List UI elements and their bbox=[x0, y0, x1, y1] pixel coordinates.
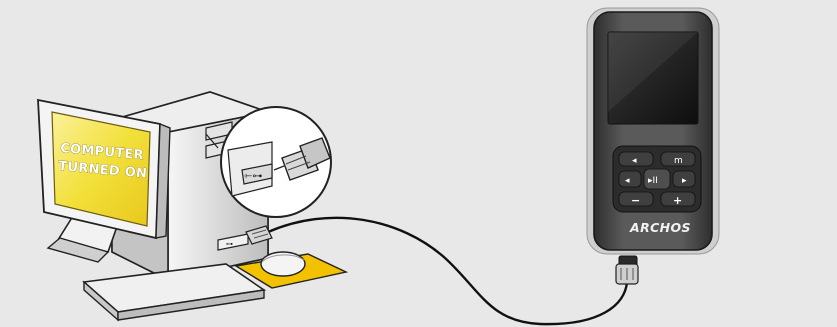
minus-icon: − bbox=[631, 194, 640, 207]
play-pause-icon: ▸II bbox=[648, 176, 658, 186]
computer: ⊶ COMPUTER TURNED ON bbox=[38, 92, 346, 320]
left-button[interactable] bbox=[619, 171, 641, 187]
usb-symbol-magnified-icon: ⇽⊶ bbox=[244, 171, 262, 182]
usb-symbol-icon: ⊶ bbox=[226, 240, 233, 248]
mouse-icon bbox=[261, 252, 305, 276]
right-arrow-icon: ▸ bbox=[682, 176, 687, 186]
brand-logo: ARCHOS bbox=[629, 220, 691, 235]
left-arrow-icon: ◂ bbox=[625, 176, 630, 186]
plus-icon: + bbox=[673, 194, 682, 207]
menu-label: m bbox=[674, 156, 683, 166]
usb-plug-player bbox=[616, 256, 638, 284]
archos-player: ◂ m ◂ ▸II ▸ − + ARCHOS bbox=[587, 8, 719, 284]
computer-keyboard bbox=[84, 264, 264, 320]
back-arrow-icon: ◂ bbox=[632, 156, 637, 166]
